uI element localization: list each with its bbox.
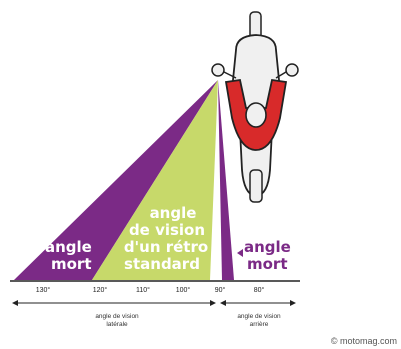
blind-spot-left-zone <box>14 80 218 280</box>
mirror-label-line3: d'un rétro <box>124 238 208 256</box>
tick-100: 100° <box>176 286 191 294</box>
mirror-vision-zone <box>92 80 218 280</box>
tick-120: 120° <box>93 286 108 294</box>
arrow-icon <box>237 249 243 257</box>
blind-right-label-line1: angle <box>244 238 291 256</box>
tick-130: 130° <box>36 286 51 294</box>
tick-110: 110° <box>136 286 150 294</box>
tick-90: 90° <box>215 286 226 294</box>
mirror-label-line2: de vision <box>129 221 205 239</box>
mirror-label-line4: standard <box>124 255 200 273</box>
lateral-caption-line2: latérale <box>106 321 128 328</box>
blind-left-label-line1: angle <box>45 238 92 256</box>
rear-vision-arrow <box>220 300 296 306</box>
rear-caption-line2: arrière <box>250 321 269 328</box>
lateral-caption-line1: angle de vision <box>95 313 139 320</box>
rear-caption-line1: angle de vision <box>237 313 281 320</box>
lateral-vision-arrow <box>12 300 216 306</box>
credit-text: © motomag.com <box>330 336 397 346</box>
blind-left-label-line2: mort <box>51 255 92 273</box>
mirror-label-line1: angle <box>150 204 197 222</box>
blind-spot-right-zone <box>218 80 234 280</box>
rider-icon <box>224 78 288 151</box>
blind-right-label-line2: mort <box>247 255 288 273</box>
tick-80: 80° <box>254 286 265 294</box>
